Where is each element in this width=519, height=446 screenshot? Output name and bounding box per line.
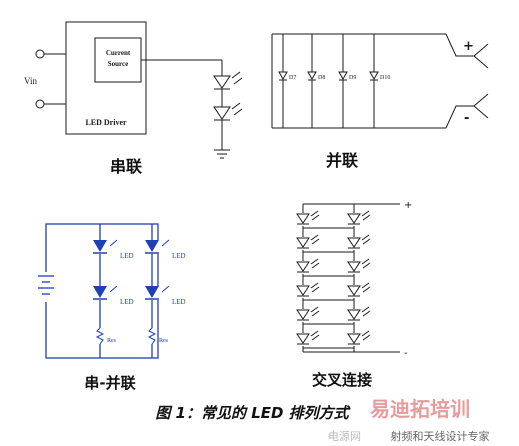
parallel-led-d10 [369, 34, 379, 128]
sp-res-label-1: Res [107, 338, 117, 344]
parallel-panel [271, 33, 489, 129]
current-source-label-1: Current [106, 49, 131, 57]
led-d10-label: D10 [380, 75, 390, 81]
cross-led [296, 330, 320, 346]
series-panel [35, 21, 243, 159]
cross-led [347, 210, 371, 226]
parallel-plus: + [463, 39, 474, 54]
sp-led-1 [93, 239, 118, 254]
watermark-site: 电源网 [328, 429, 361, 443]
sp-led-4 [145, 285, 170, 300]
cross-led [296, 282, 320, 298]
series-led-2 [213, 102, 243, 121]
figure-caption: 图 1：常见的 LED 排列方式 [155, 404, 351, 422]
cross-panel [296, 203, 400, 353]
cross-led [347, 234, 371, 250]
current-source-label-2: Source [108, 60, 128, 68]
vin-terminal-top [35, 49, 45, 59]
led-driver-label: LED Driver [85, 118, 127, 127]
cross-caption: 交叉连接 [312, 371, 372, 389]
sp-led-2 [145, 239, 170, 254]
ground-icon [214, 149, 230, 159]
cross-led [347, 330, 371, 346]
sp-led-label-3: LED [120, 298, 134, 306]
sp-res-label-2: Res [159, 338, 169, 344]
watermark-brand: 易迪拓培训 [370, 397, 470, 421]
sp-led-3 [93, 285, 118, 300]
sp-led-label-2: LED [172, 252, 186, 260]
cross-plus: + [404, 200, 412, 211]
cross-led [296, 306, 320, 322]
vin-label: Vin [24, 76, 37, 86]
led-driver-box [65, 21, 147, 135]
parallel-minus: - [464, 111, 469, 126]
sp-resistor-1 [95, 327, 105, 345]
battery-icon [38, 272, 54, 302]
parallel-led-d9 [338, 34, 348, 128]
led-d7-label: D7 [289, 75, 296, 81]
parallel-caption: 并联 [326, 151, 358, 170]
parallel-led-d7 [278, 34, 288, 128]
vin-terminal-bottom [35, 99, 45, 109]
sp-led-label-1: LED [120, 252, 134, 260]
cross-led [347, 282, 371, 298]
series-led-1 [213, 71, 243, 90]
cross-led [347, 258, 371, 274]
cross-led [296, 234, 320, 250]
watermark-slogan: 射频和天线设计专家 [391, 429, 490, 443]
series-parallel-caption: 串-并联 [84, 374, 136, 392]
parallel-led-d8 [307, 34, 317, 128]
sp-resistor-2 [147, 327, 157, 345]
series-caption: 串联 [110, 157, 142, 176]
led-d9-label: D9 [349, 75, 356, 81]
cross-led [296, 258, 320, 274]
sp-led-label-4: LED [172, 298, 186, 306]
cross-led [347, 306, 371, 322]
cross-led [296, 210, 320, 226]
led-d8-label: D8 [318, 75, 325, 81]
cross-minus: - [404, 348, 408, 359]
